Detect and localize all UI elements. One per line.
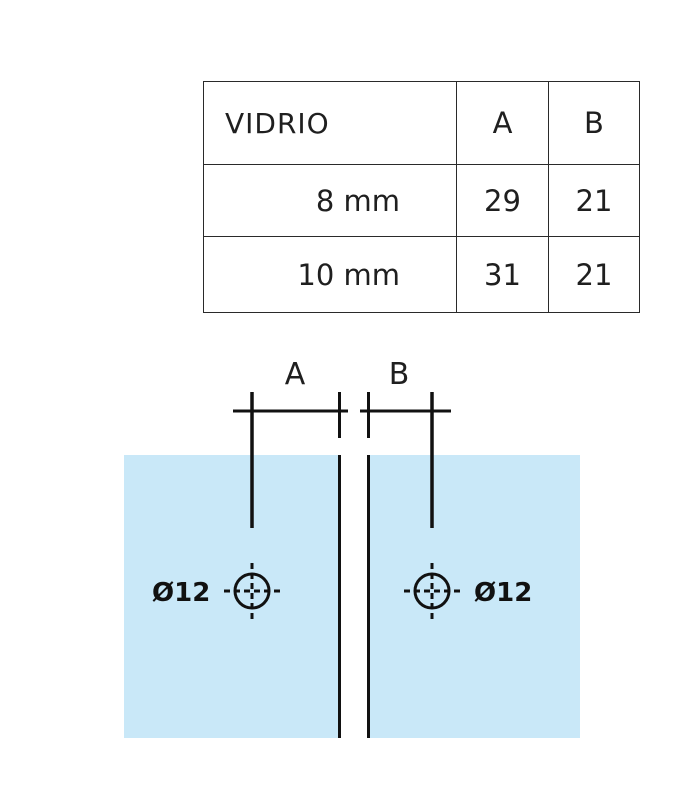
dimension-label-a: A (285, 357, 306, 392)
header-vidrio: VIDRIO (203, 81, 457, 165)
cell-vidrio: 10 mm (203, 236, 457, 313)
cell-b: 21 (548, 164, 640, 237)
hole-left-label: Ø12 (152, 578, 210, 608)
hole-right-label: Ø12 (474, 578, 532, 608)
cell-a: 29 (456, 164, 549, 237)
dimension-label-b: B (389, 357, 410, 392)
glass-panel-right (370, 455, 580, 738)
table-row: 10 mm 31 21 (203, 236, 640, 313)
header-b: B (548, 81, 640, 165)
dimension-table: VIDRIO A B 8 mm 29 21 10 mm 31 21 (203, 81, 640, 313)
table-header-row: VIDRIO A B (203, 81, 640, 165)
hole-left-icon (224, 563, 281, 619)
hole-right-icon (404, 563, 461, 619)
cell-a: 31 (456, 236, 549, 313)
header-a: A (456, 81, 549, 165)
cell-b: 21 (548, 236, 640, 313)
table-row: 8 mm 29 21 (203, 164, 640, 237)
glass-panel-left (124, 455, 339, 738)
